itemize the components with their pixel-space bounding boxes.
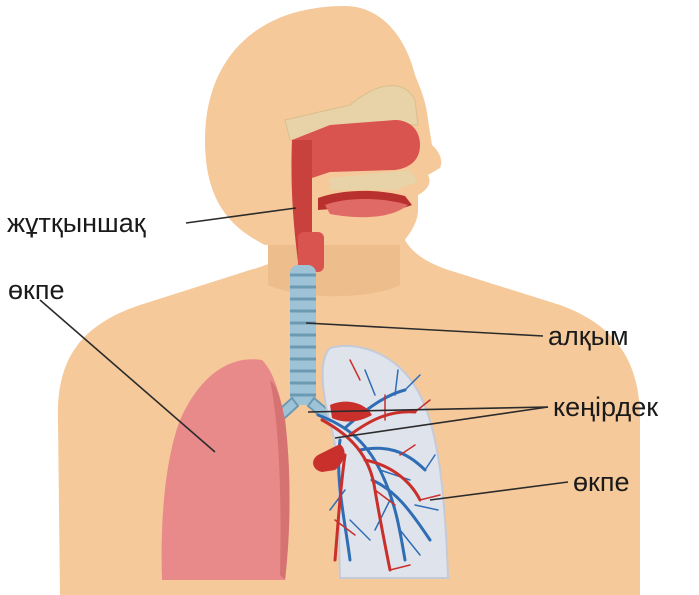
label-bronchi: кеңірдек	[553, 392, 658, 422]
label-larynx: алқым	[548, 321, 629, 351]
label-lung-left: өкпе	[8, 275, 64, 305]
label-lung-right: өкпе	[573, 467, 629, 497]
label-pharynx: жұтқыншақ	[7, 208, 146, 238]
